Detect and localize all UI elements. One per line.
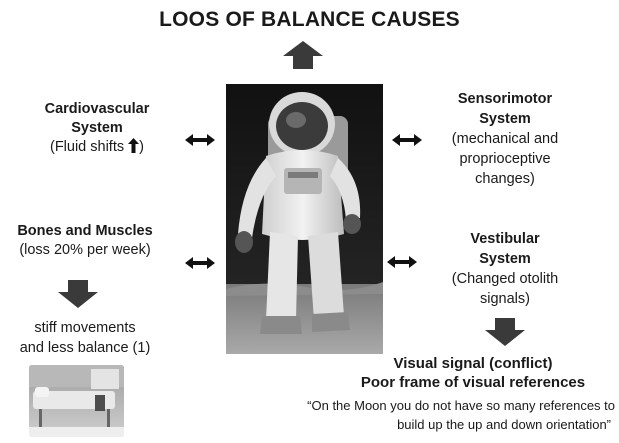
cardio-detail-text: (Fluid shifts bbox=[50, 139, 128, 155]
sensorimotor-title: Sensorimotor bbox=[420, 89, 590, 109]
visual-title: Visual signal (conflict) bbox=[330, 354, 616, 373]
double-arrow-icon bbox=[185, 134, 215, 146]
cardio-subtitle: System bbox=[22, 119, 172, 138]
diagram-title: LOOS OF BALANCE CAUSES bbox=[0, 8, 619, 32]
vestibular-detail-1: (Changed otolith bbox=[420, 269, 590, 289]
bones-label: Bones and Muscles (loss 20% per week) bbox=[0, 222, 170, 260]
vestibular-title: Vestibular bbox=[420, 229, 590, 249]
stiff-movements-label: stiff movements and less balance (1) bbox=[0, 318, 170, 358]
stiff-line-2: and less balance (1) bbox=[0, 338, 170, 358]
visual-subtitle: Poor frame of visual references bbox=[330, 373, 616, 392]
up-arrow-icon bbox=[282, 40, 324, 70]
bones-detail: (loss 20% per week) bbox=[0, 241, 170, 260]
visual-signal-block: Visual signal (conflict) Poor frame of v… bbox=[330, 354, 616, 392]
cardio-title: Cardiovascular bbox=[22, 100, 172, 119]
cardiovascular-label: Cardiovascular System (Fluid shifts ) bbox=[22, 100, 172, 159]
vestibular-subtitle: System bbox=[420, 249, 590, 269]
down-arrow-icon bbox=[484, 317, 526, 347]
cardio-detail: (Fluid shifts ) bbox=[22, 138, 172, 159]
up-arrow-icon bbox=[128, 138, 139, 159]
sensorimotor-detail-3: changes) bbox=[420, 169, 590, 189]
bed-rest-photo bbox=[29, 365, 124, 437]
sensorimotor-detail-1: (mechanical and bbox=[420, 129, 590, 149]
down-arrow-icon bbox=[57, 279, 99, 309]
bones-title: Bones and Muscles bbox=[0, 222, 170, 241]
vestibular-label: Vestibular System (Changed otolith signa… bbox=[420, 229, 590, 309]
quote-line-1: “On the Moon you do not have so many ref… bbox=[195, 396, 615, 415]
sensorimotor-label: Sensorimotor System (mechanical and prop… bbox=[420, 89, 590, 189]
astronaut-photo bbox=[226, 84, 383, 354]
moon-quote: “On the Moon you do not have so many ref… bbox=[195, 396, 615, 434]
double-arrow-icon bbox=[392, 134, 422, 146]
vestibular-detail-2: signals) bbox=[420, 289, 590, 309]
quote-line-2: build up the up and down orientation” bbox=[195, 415, 615, 434]
double-arrow-icon bbox=[185, 257, 215, 269]
stiff-line-1: stiff movements bbox=[0, 318, 170, 338]
sensorimotor-detail-2: proprioceptive bbox=[420, 149, 590, 169]
double-arrow-icon bbox=[387, 256, 417, 268]
sensorimotor-subtitle: System bbox=[420, 109, 590, 129]
